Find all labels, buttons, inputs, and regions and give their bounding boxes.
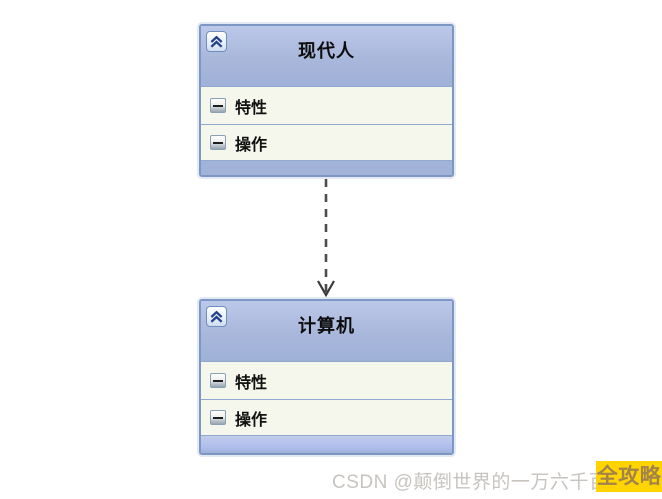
class-header: 计算机 xyxy=(201,301,452,361)
minus-icon xyxy=(213,379,223,382)
class-header: 现代人 xyxy=(201,26,452,86)
section-label: 操作 xyxy=(235,136,268,154)
collapse-section-button[interactable] xyxy=(210,98,226,113)
collapse-section-button[interactable] xyxy=(210,373,226,388)
minus-icon xyxy=(213,141,223,144)
collapse-section-button[interactable] xyxy=(210,135,226,150)
class-footer-strip xyxy=(201,435,452,453)
class-box-modern-person[interactable]: 现代人 特性 操作 xyxy=(199,24,454,177)
class-title: 计算机 xyxy=(298,316,355,336)
double-chevron-up-icon xyxy=(210,35,223,48)
minus-icon xyxy=(213,416,223,419)
class-footer-strip xyxy=(201,160,452,175)
class-section-attributes[interactable]: 特性 xyxy=(201,86,452,124)
class-box-computer[interactable]: 计算机 特性 操作 xyxy=(199,299,454,455)
class-section-attributes[interactable]: 特性 xyxy=(201,361,452,399)
minus-icon xyxy=(213,104,223,107)
double-chevron-up-icon xyxy=(210,310,223,323)
section-label: 特性 xyxy=(235,99,268,117)
collapse-class-button[interactable] xyxy=(206,31,227,52)
section-label: 特性 xyxy=(235,374,268,392)
class-section-operations[interactable]: 操作 xyxy=(201,399,452,435)
class-section-operations[interactable]: 操作 xyxy=(201,124,452,160)
collapse-section-button[interactable] xyxy=(210,410,226,425)
open-arrowhead-icon xyxy=(317,280,335,298)
watermark-text: CSDN @颠倒世界的一万六千百 xyxy=(332,472,609,493)
badge-quangonglue: 全攻略 xyxy=(596,461,662,492)
collapse-class-button[interactable] xyxy=(206,306,227,327)
class-title: 现代人 xyxy=(298,41,355,61)
section-label: 操作 xyxy=(235,411,268,429)
